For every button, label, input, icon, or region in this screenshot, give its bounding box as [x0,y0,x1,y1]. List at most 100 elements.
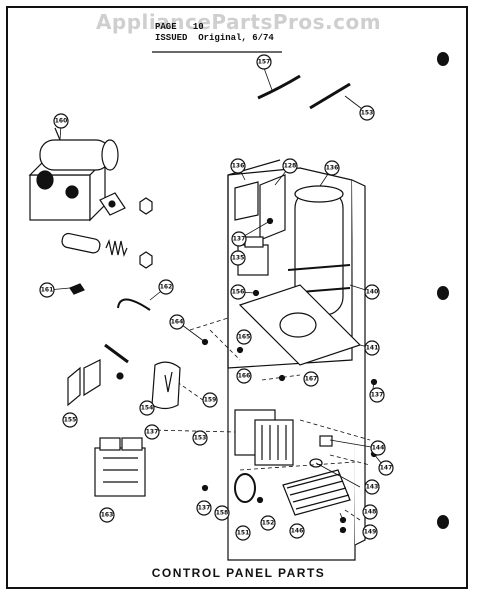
transformer-block [234,409,294,466]
page-label: PAGE [155,22,177,32]
star-nut [139,197,153,215]
binder-hole-top [437,52,449,66]
callout-bubble [192,430,208,446]
callout-152: 152 [260,515,276,531]
binder-hole-bottom [437,515,449,529]
callout-166: 166 [236,368,252,384]
callout-165: 165 [236,329,252,345]
callout-bubble [53,113,69,129]
callout-158: 158 [214,505,230,521]
callout-136: 136 [230,158,246,174]
page-header: PAGE 10 ISSUED Original, 6/74 [155,22,283,56]
page-frame [6,6,468,589]
callout-bubble [202,392,218,408]
callout-number: 160 [55,118,68,125]
callout-number: 140 [366,289,379,296]
callout-number: 159 [204,397,217,404]
callout-162: 162 [158,279,174,295]
callout-bubble [364,479,380,495]
callout-155: 155 [62,412,78,428]
callout-149: 149 [362,524,378,540]
callout-bubble [364,284,380,300]
callout-number: 155 [64,417,77,424]
callout-number: 146 [291,528,304,535]
callout-bubble [231,231,247,247]
callout-153: 153 [359,105,375,121]
header-line-page: PAGE 10 [155,22,283,33]
callout-number: 163 [101,512,114,519]
callout-bubble [362,524,378,540]
part-144 [319,435,333,447]
callout-bubble [303,371,319,387]
callout-159: 159 [202,392,218,408]
issued-label: ISSUED [155,33,188,43]
callout-bubble [236,368,252,384]
callout-137: 137 [196,500,212,516]
callout-bubble [158,279,174,295]
callout-bubble [289,523,305,539]
callout-bubble [362,504,378,520]
callout-146: 146 [289,523,305,539]
callout-number: 166 [238,373,251,380]
callout-148: 148 [362,504,378,520]
callout-number: 156 [232,289,245,296]
callout-number: 137 [233,236,246,243]
header-line-issued: ISSUED Original, 6/74 [155,33,283,44]
callout-number: 149 [364,529,377,536]
diagram-title: CONTROL PANEL PARTS [151,566,326,580]
callout-154: 154 [139,400,155,416]
callout-bubble [324,160,340,176]
callout-bubble [369,387,385,403]
callout-number: 136 [232,163,245,170]
callout-number: 137 [371,392,384,399]
callout-bubble [99,507,115,523]
callout-160: 160 [53,113,69,129]
callout-bubble [359,105,375,121]
small-clip-161 [69,283,85,295]
callout-bubble [260,515,276,531]
callout-137: 137 [231,231,247,247]
trim-strip-157 [257,74,301,100]
callout-number: 128 [284,163,297,170]
callout-128: 128 [282,158,298,174]
callout-153: 153 [192,430,208,446]
callout-147: 147 [378,460,394,476]
callout-140: 140 [364,284,380,300]
callout-bubble [364,340,380,356]
callout-number: 162 [160,284,173,291]
bracket-128 [259,174,286,241]
callout-number: 148 [364,509,377,516]
callout-number: 161 [41,287,54,294]
callout-bubble [230,284,246,300]
callout-bubble [139,400,155,416]
callout-number: 151 [237,530,250,537]
callout-number: 135 [232,255,245,262]
watermark-text: AppliancePartsPros.com [95,10,382,34]
issued-value: Original, 6/74 [198,33,274,43]
callout-144: 144 [370,440,386,456]
callout-bubble [378,460,394,476]
callout-number: 153 [361,110,374,117]
binder-hole-middle [437,286,449,300]
motor-assembly [28,127,119,222]
callout-137: 137 [144,424,160,440]
callout-135: 135 [230,250,246,266]
callout-number: 164 [171,319,184,326]
callout-167: 167 [303,371,319,387]
callout-bubble [196,500,212,516]
callout-number: 158 [216,510,229,517]
callout-bubble [235,525,251,541]
page-number: 10 [192,22,204,32]
callout-number: 144 [372,445,385,452]
callout-number: 152 [262,520,275,527]
callout-164: 164 [169,314,185,330]
control-panel-housing [227,159,366,561]
trim-strip-153 [309,82,351,110]
terminal-board-146 [282,469,351,516]
contactor-159 [94,437,146,497]
callout-number: 143 [366,484,379,491]
callout-number: 154 [141,405,154,412]
